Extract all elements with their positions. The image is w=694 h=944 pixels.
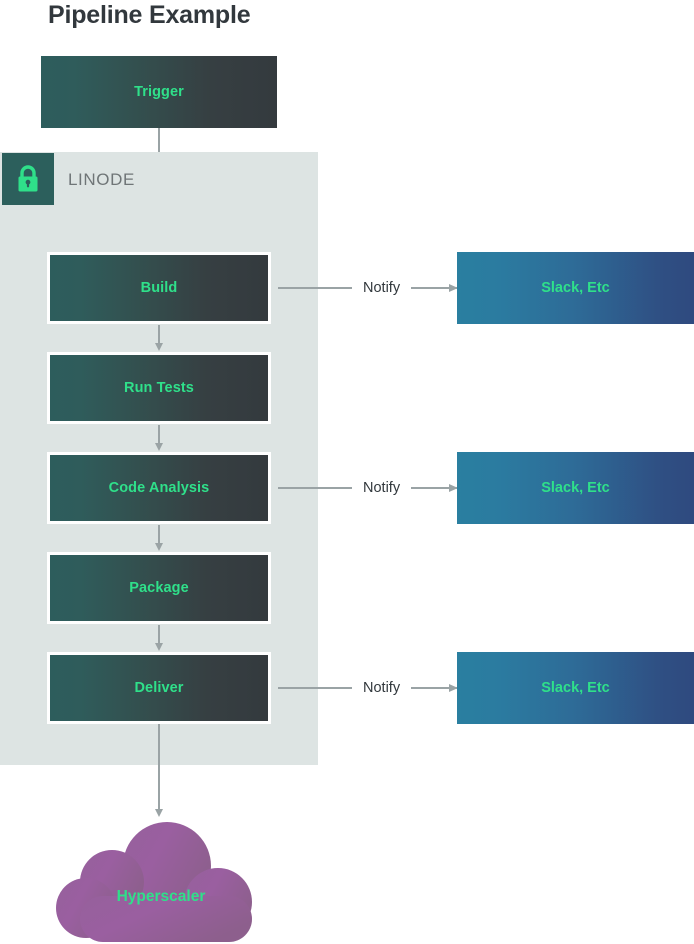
slack-box-deliver[interactable]: Slack, Etc [457,652,694,724]
notify-label: Notify [363,280,401,296]
stage-label: Code Analysis [108,480,210,496]
trigger-box[interactable]: Trigger [41,56,277,128]
slack-label: Slack, Etc [541,680,610,696]
connector-arrow [411,484,459,491]
hyperscaler-cloud[interactable]: Hyperscaler [50,820,272,944]
stage-box-run-tests[interactable]: Run Tests [47,352,271,424]
stage-box-build[interactable]: Build [47,252,271,324]
stage-label: Package [129,580,189,596]
connector-arrow [411,284,459,291]
arrow-deliver-to-hyperscaler [154,724,163,817]
linode-zone-label: LINODE [68,170,135,189]
stage-label: Run Tests [124,380,194,396]
stage-box-package[interactable]: Package [47,552,271,624]
cloud-icon [56,822,252,942]
arrow-build-to-run-tests [155,325,162,351]
connector-line [278,687,352,689]
notify-connector-deliver: Notify [278,678,459,698]
slack-label: Slack, Etc [541,480,610,496]
slack-box-build[interactable]: Slack, Etc [457,252,694,324]
stage-label: Build [140,280,178,296]
arrow-code-analysis-to-package [155,525,162,551]
slack-box-code-analysis[interactable]: Slack, Etc [457,452,694,524]
slack-label: Slack, Etc [541,280,610,296]
stage-box-code-analysis[interactable]: Code Analysis [47,452,271,524]
notify-label: Notify [363,680,401,696]
page-title: Pipeline Example [48,1,251,29]
stage-label: Deliver [134,680,184,696]
notify-connector-build: Notify [278,278,459,298]
notify-label: Notify [363,480,401,496]
connector-line [278,287,352,289]
arrow-package-to-deliver [155,625,162,651]
trigger-label: Trigger [134,84,184,100]
stage-box-deliver[interactable]: Deliver [47,652,271,724]
lock-icon [2,153,54,205]
arrow-run-tests-to-code-analysis [155,425,162,451]
connector-arrow [411,684,459,691]
connector-line [278,487,352,489]
notify-connector-code-analysis: Notify [278,478,459,498]
